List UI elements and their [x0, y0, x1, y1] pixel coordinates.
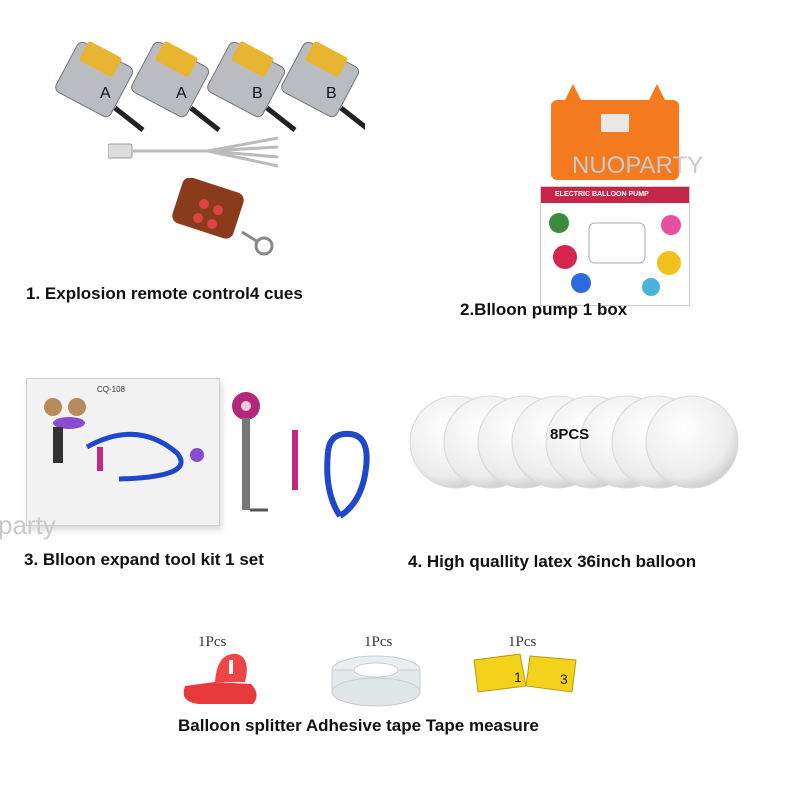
pump-caption: 2.Blloon pump 1 box [460, 300, 628, 319]
pump-box-brand: ELECTRIC BALLOON PUMP [555, 191, 649, 198]
tool-kit-caption: 3. Blloon expand tool kit 1 set [24, 550, 264, 569]
party-watermark: party [0, 510, 56, 540]
balloon-splitter-icon [183, 653, 257, 704]
balloons-caption: 4. High quallity latex 36inch balloon [408, 552, 697, 571]
remote-section: A A B B 1. Explosion remote control4 cue… [0, 0, 400, 320]
accessories-caption: Balloon splitter Adhesive tape Tape meas… [178, 716, 539, 735]
svg-text:3: 3 [560, 671, 568, 687]
white-balloons-icon [409, 395, 739, 489]
firing-modules-icon: A A B B [55, 38, 365, 138]
balloons-section: 8PCS 4. High quallity latex 36inch ballo… [400, 360, 800, 590]
module-label-3: B [252, 85, 263, 102]
module-label-1: A [100, 85, 111, 102]
svg-text:1: 1 [514, 669, 522, 685]
remote-caption: 1. Explosion remote control4 cues [26, 284, 303, 303]
pump-box: ELECTRIC BALLOON PUMP 7300SC [540, 186, 690, 306]
pump-section: NUOPARTY ELECTRIC BALLOON PUMP 7300SC 2.… [400, 0, 800, 340]
tool-kit-box-model: CQ-108 [97, 385, 126, 394]
pump-box-model: 7300SC [569, 207, 595, 214]
pump-box-header: ELECTRIC BALLOON PUMP 7300SC [541, 187, 689, 214]
module-label-2: A [176, 85, 187, 102]
electric-pump-icon [551, 84, 679, 180]
expand-tool-icon [232, 392, 370, 519]
balloon-count-label: 8PCS [550, 426, 590, 443]
tape-qty: 1Pcs [364, 634, 393, 650]
adhesive-tape-icon [331, 655, 421, 707]
measure-qty: 1Pcs [508, 634, 537, 650]
tool-kit-box-art-icon [44, 398, 204, 482]
box-balloons-icon [549, 213, 681, 296]
module-label-4: B [326, 85, 337, 102]
accessories-section: 1Pcs 1Pcs 1Pcs 1 3 Balloon splitter Adhe… [0, 620, 800, 740]
tool-kit-section: CQ-108 party 3. Blloon expand tool kit 1… [0, 360, 400, 580]
usb-cable-icon [108, 136, 279, 168]
splitter-qty: 1Pcs [198, 634, 227, 650]
remote-control-icon [172, 178, 274, 256]
brand-watermark: NUOPARTY [572, 152, 704, 179]
tape-measure-icon: 1 3 [473, 653, 577, 693]
tool-kit-box: CQ-108 [26, 378, 220, 526]
